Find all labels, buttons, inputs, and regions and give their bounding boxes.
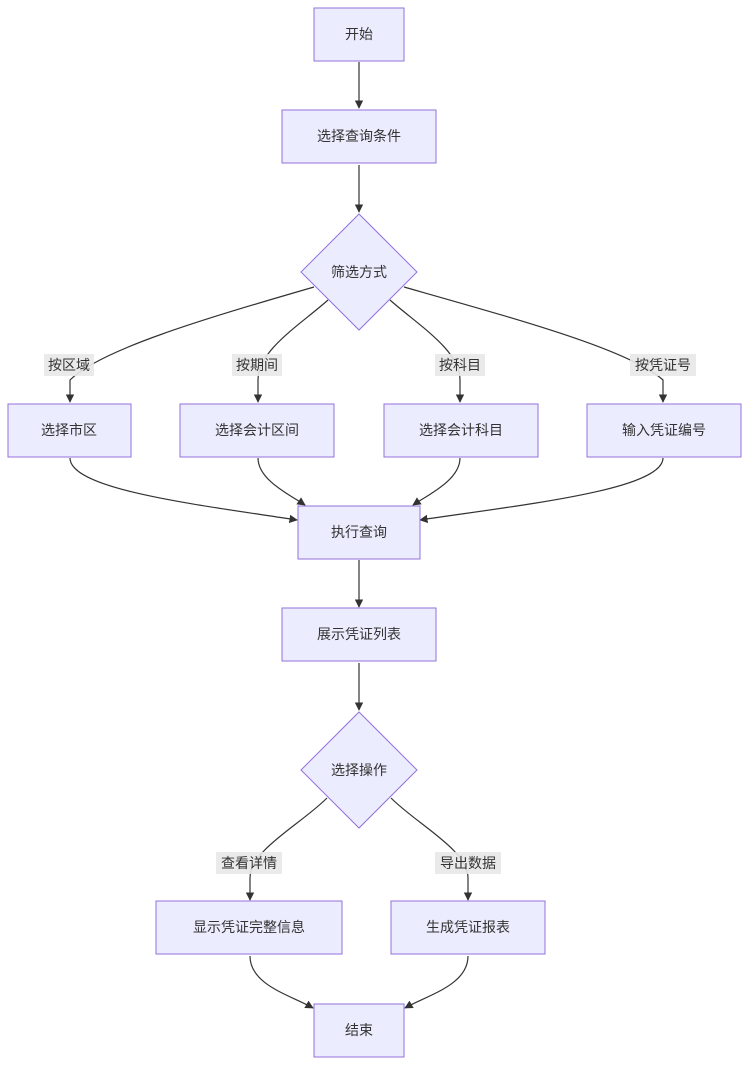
node-choose-operation-label: 选择操作: [331, 763, 387, 779]
node-select-subject: 选择会计科目: [383, 403, 539, 458]
node-select-district-label: 选择市区: [41, 422, 97, 439]
node-end: 结束: [313, 1003, 405, 1058]
node-select-period: 选择会计区间: [179, 403, 335, 458]
edge-details-to-end: [249, 955, 314, 1009]
node-show-voucher-list: 展示凭证列表: [281, 607, 437, 662]
edge-label-view-details: 查看详情: [221, 856, 277, 872]
node-input-voucher-no: 输入凭证编号: [586, 403, 742, 458]
edge-label-by-period: 按期间: [236, 358, 278, 374]
node-start: 开始: [313, 7, 405, 62]
node-filter-method-label: 筛选方式: [331, 265, 387, 281]
edge-labels: 按区域 按期间 按科目 按凭证号 查看详情 导出数据: [44, 354, 696, 874]
edge-label-bg: [630, 354, 696, 376]
edge-label-bg: [435, 852, 501, 874]
edge-filter-to-voucher: [403, 286, 668, 403]
edge-filter-to-district: [65, 286, 315, 403]
edge-operation-to-details: [245, 797, 328, 901]
node-select-district: 选择市区: [7, 403, 132, 458]
node-generate-report: 生成凭证报表: [390, 900, 546, 955]
node-show-voucher-list-label: 展示凭证列表: [317, 627, 401, 643]
node-start-label: 开始: [345, 27, 373, 43]
edge-report-to-end: [404, 955, 469, 1009]
edge-label-export-data: 导出数据: [440, 856, 496, 872]
edge-label-bg: [232, 354, 282, 376]
node-show-full-info: 显示凭证完整信息: [155, 900, 343, 955]
node-show-full-info-label: 显示凭证完整信息: [193, 919, 305, 936]
node-choose-operation: 选择操作: [300, 711, 418, 829]
nodes: 开始 选择查询条件 筛选方式 选择市区 选择会计区间 选择会计科目 输入凭证编号: [7, 7, 742, 1058]
node-select-period-label: 选择会计区间: [215, 423, 299, 439]
edge-operation-to-report: [390, 797, 473, 901]
node-select-conditions: 选择查询条件: [281, 109, 437, 164]
edge-filter-to-period: [253, 299, 329, 403]
edge-label-bg: [435, 354, 485, 376]
node-generate-report-label: 生成凭证报表: [426, 920, 510, 936]
node-execute-query: 执行查询: [297, 505, 421, 560]
edge-voucher-to-execute: [419, 457, 664, 524]
node-input-voucher-no-label: 输入凭证编号: [622, 423, 706, 439]
edge-label-bg: [216, 852, 282, 874]
edges: [65, 62, 668, 1009]
node-select-conditions-label: 选择查询条件: [317, 128, 401, 145]
edge-filter-to-subject: [389, 299, 465, 403]
edge-label-bg: [44, 354, 94, 376]
edge-district-to-execute: [69, 457, 298, 523]
node-execute-query-label: 执行查询: [331, 525, 387, 541]
edge-period-to-execute: [257, 457, 306, 506]
edge-label-by-district: 按区域: [48, 358, 90, 374]
node-select-subject-label: 选择会计科目: [419, 423, 503, 439]
node-filter-method: 筛选方式: [300, 213, 418, 331]
node-end-label: 结束: [345, 1023, 373, 1039]
edge-subject-to-execute: [412, 457, 461, 506]
edge-label-by-voucher: 按凭证号: [635, 358, 691, 374]
edge-label-by-subject: 按科目: [439, 358, 481, 374]
